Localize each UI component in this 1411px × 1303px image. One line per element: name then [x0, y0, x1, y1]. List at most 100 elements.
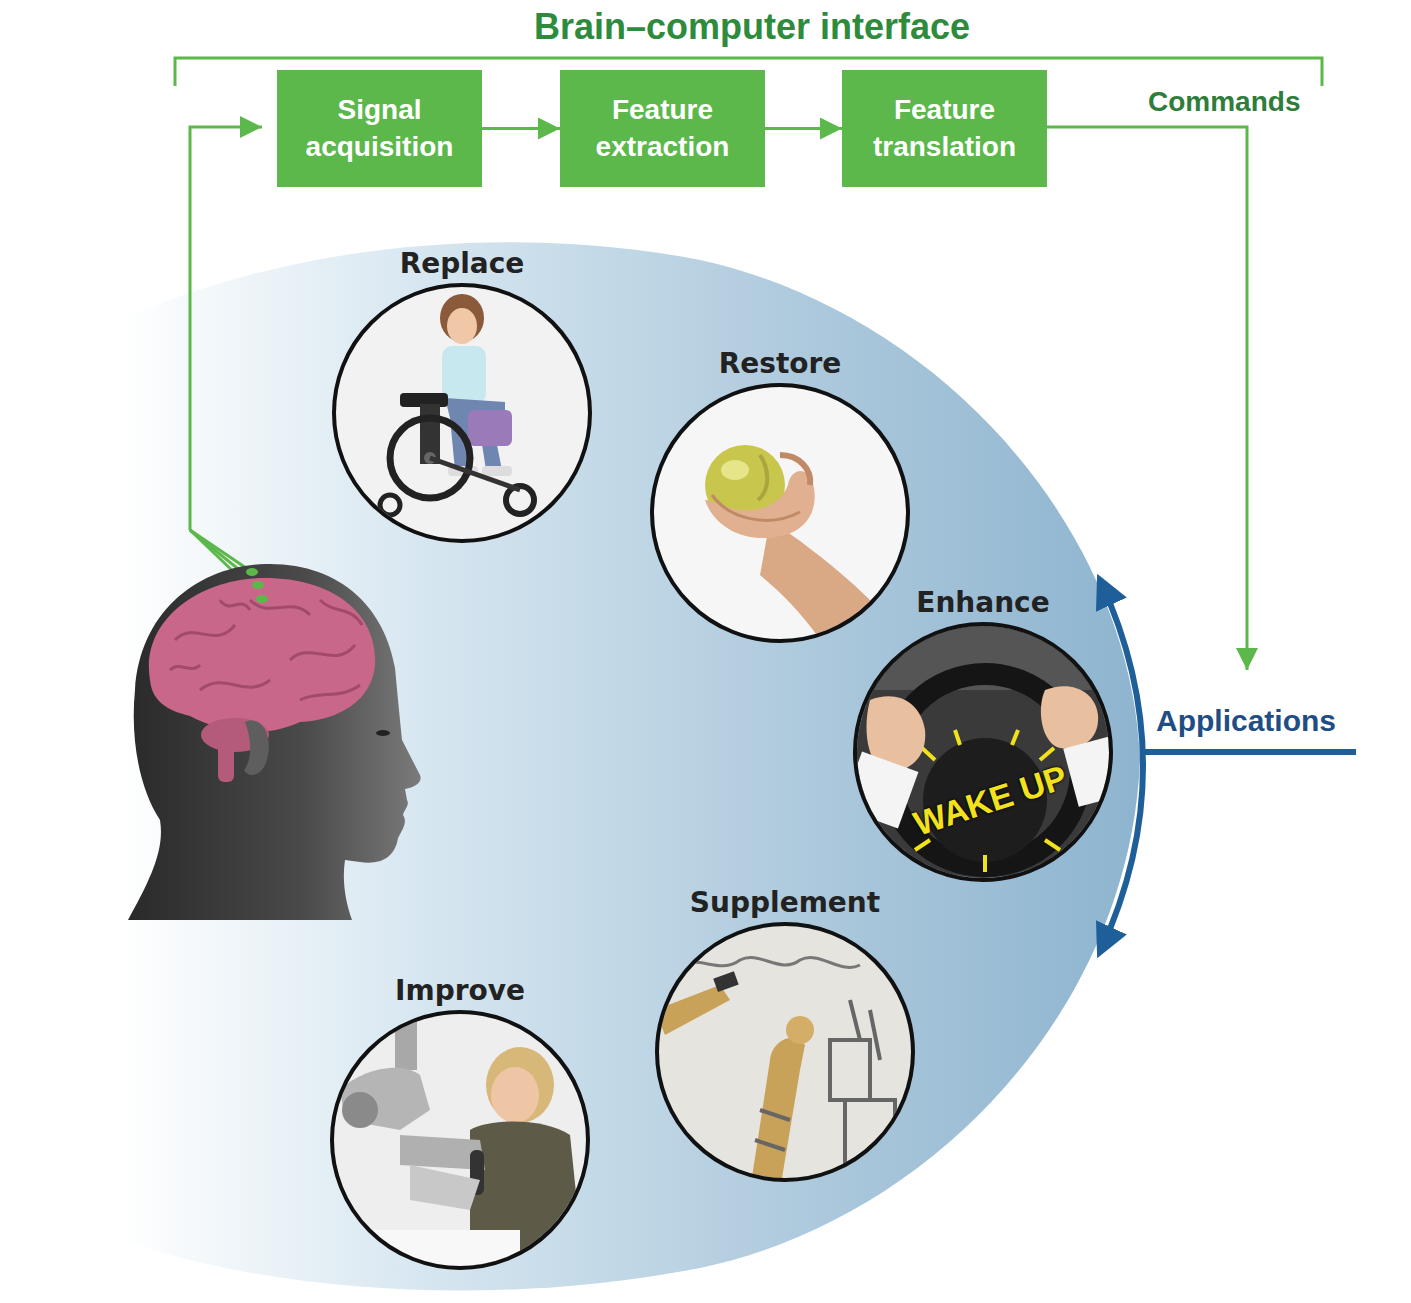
wheelchair-picture-part	[447, 308, 477, 344]
annotation-label: Applications	[1156, 704, 1336, 738]
circle-heading-row: Replace	[314, 241, 610, 285]
circle-outline-ring	[334, 285, 590, 541]
circle-outline-ring	[657, 924, 913, 1180]
steering-wheel-picture-part	[842, 752, 919, 829]
apple-hand-picture	[650, 380, 920, 700]
whiteboard-arm-picture-part	[713, 971, 738, 992]
head-illustration-part	[128, 564, 421, 920]
rehab-robot-picture-part	[330, 1010, 600, 1280]
flow-arrow	[482, 127, 560, 130]
circle-outline	[653, 920, 917, 1184]
whiteboard-arm-picture-part-part	[850, 1000, 860, 1040]
wheelchair-picture-part	[330, 280, 600, 550]
whiteboard-arm-picture-part-part	[760, 1110, 790, 1120]
circle-heading: Restore	[719, 347, 842, 380]
commands-line	[1047, 127, 1247, 670]
circle-heading-row: Restore	[632, 341, 928, 385]
circle-outline-ring	[855, 624, 1111, 880]
application-circle: Replace	[314, 241, 610, 541]
apple-hand-picture-part	[780, 455, 810, 485]
wheelchair-picture-part	[430, 458, 520, 490]
box-label: Feature extraction	[570, 92, 755, 165]
whiteboard-arm-picture-part	[750, 1038, 805, 1190]
rehab-robot-picture-part	[340, 1068, 430, 1130]
diagram-title: Brain–computer interface	[534, 6, 970, 48]
head-illustration-part	[149, 578, 375, 732]
whiteboard-arm-picture-part	[786, 1016, 814, 1044]
steering-wheel-picture-part-part	[922, 748, 935, 760]
circle-outline-ring	[332, 1012, 588, 1268]
circle-heading: Enhance	[916, 586, 1049, 619]
box-label: Feature translation	[852, 92, 1037, 165]
circle-heading: Replace	[400, 247, 525, 280]
application-circle: Improve	[312, 968, 608, 1268]
apple-hand-picture-part	[705, 471, 815, 538]
whiteboard-arm-picture	[655, 920, 925, 1190]
apple-hand-picture-part	[650, 380, 920, 650]
warning-text: WAKE UP	[909, 757, 1072, 843]
rehab-robot-picture-part	[342, 1092, 378, 1128]
circle-outline	[851, 620, 1115, 884]
head-illustration-part	[244, 721, 269, 775]
apple-hand-picture-part	[712, 495, 800, 520]
wheelchair-picture-part	[420, 404, 440, 464]
circle-outline	[328, 1008, 592, 1272]
box-label: Signal acquisition	[287, 92, 472, 165]
circle-heading-row: Supplement	[637, 880, 933, 924]
application-region	[120, 242, 1140, 1290]
applications-arc	[1100, 580, 1356, 952]
application-circle: Supplement	[637, 880, 933, 1180]
process-box: Signal acquisition	[277, 70, 482, 187]
flow-arrow	[765, 127, 842, 130]
application-circle: Enhance	[835, 580, 1131, 880]
whiteboard-arm-picture-part-part	[830, 1040, 870, 1100]
commands-line-part	[1047, 127, 1247, 670]
circle-outline	[330, 281, 594, 545]
whiteboard-arm-picture-part-part	[755, 1140, 785, 1150]
head-illustration-part	[256, 595, 268, 603]
steering-wheel-picture	[842, 620, 1137, 890]
rehab-robot-picture-part	[340, 1230, 520, 1280]
process-box: Feature extraction	[560, 70, 765, 187]
circle-outline	[648, 381, 912, 645]
rehab-robot-picture	[330, 1010, 600, 1280]
circle-heading: Improve	[395, 974, 525, 1007]
circle-heading-row: Enhance	[835, 580, 1131, 624]
application-circle: Restore	[632, 341, 928, 641]
circle-heading-row: Improve	[312, 968, 608, 1012]
whiteboard-arm-picture-part	[680, 958, 860, 968]
rehab-robot-picture-part	[410, 1165, 480, 1210]
wheelchair-picture-part	[442, 346, 486, 404]
whiteboard-arm-picture-part	[655, 920, 925, 1190]
steering-wheel-picture-part-part	[1012, 730, 1018, 745]
wheelchair-picture	[330, 280, 600, 550]
circle-heading: Supplement	[690, 886, 880, 919]
electrode-lead	[190, 127, 262, 599]
steering-wheel-picture-part-part	[1045, 840, 1060, 850]
process-box: Feature translation	[842, 70, 1047, 187]
wheelchair-picture-part	[468, 410, 512, 446]
rehab-robot-picture-part	[491, 1067, 539, 1123]
electrode-lead-part	[190, 127, 262, 530]
head-illustration	[128, 564, 421, 920]
applications-arc-part	[1143, 749, 1356, 755]
circle-outline-ring	[652, 385, 908, 641]
rehab-robot-picture-part	[486, 1047, 554, 1123]
whiteboard-arm-picture-part-part	[870, 1010, 880, 1060]
head-illustration-part	[170, 600, 362, 700]
wheelchair-picture-part	[482, 466, 512, 476]
wheelchair-picture-part	[506, 486, 534, 514]
head-illustration-part	[218, 740, 234, 782]
whiteboard-arm-picture-part	[655, 985, 730, 1035]
steering-wheel-picture-part-part	[955, 730, 960, 745]
steering-wheel-picture-part	[1063, 733, 1136, 806]
annotation-label: Commands	[1148, 86, 1300, 118]
steering-wheel-picture-part	[1041, 686, 1098, 749]
steering-wheel-picture-part-part	[983, 855, 987, 872]
head-illustration-part	[252, 581, 264, 589]
apple-hand-picture-part	[758, 455, 767, 500]
head-illustration-part	[376, 730, 390, 736]
head-illustration-part	[246, 568, 258, 576]
